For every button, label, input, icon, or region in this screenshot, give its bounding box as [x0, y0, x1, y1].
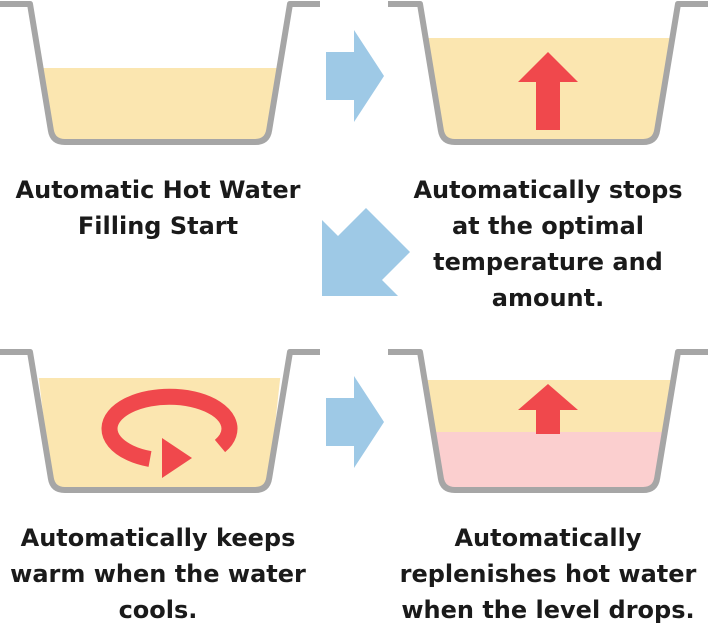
down-left-arrow-icon: [322, 208, 410, 296]
tub-2-outline: [388, 1, 708, 145]
step-3-caption: Automatically keeps warm when the water …: [0, 520, 316, 628]
tub-4: [388, 349, 708, 493]
caption-line: when the level drops.: [401, 596, 695, 624]
tub-3: [0, 349, 320, 493]
caption-line: at the optimal: [451, 212, 644, 240]
tub-3-outline: [0, 349, 320, 493]
caption-line: temperature and: [433, 248, 663, 276]
caption-line: Filling Start: [77, 212, 239, 240]
caption-line: Automatically stops: [413, 176, 683, 204]
caption-line: Automatic Hot Water: [15, 176, 301, 204]
up-arrow-icon: [518, 384, 578, 434]
step-4-caption: Automatically replenishes hot water when…: [388, 520, 708, 628]
caption-line: Automatically: [454, 524, 642, 552]
step-2-caption: Automatically stops at the optimal tempe…: [388, 172, 708, 316]
step-1-caption: Automatic Hot Water Filling Start: [0, 172, 316, 244]
caption-line: amount.: [491, 284, 605, 312]
tub-2: [388, 1, 708, 145]
caption-line: replenishes hot water: [399, 560, 697, 588]
right-arrow-icon: [326, 30, 384, 122]
circular-arrow-icon: [101, 388, 238, 478]
tub-1: [0, 1, 320, 145]
right-arrow-icon: [326, 376, 384, 468]
up-arrow-icon: [518, 52, 578, 130]
tub-4-outline: [388, 349, 708, 493]
tub-4-refill-water: [433, 432, 665, 490]
caption-line: Automatically keeps: [20, 524, 296, 552]
tub-1-outline: [0, 1, 320, 145]
tub-1-water: [40, 68, 279, 142]
caption-line: cools.: [118, 596, 198, 624]
caption-line: warm when the water: [10, 560, 306, 588]
